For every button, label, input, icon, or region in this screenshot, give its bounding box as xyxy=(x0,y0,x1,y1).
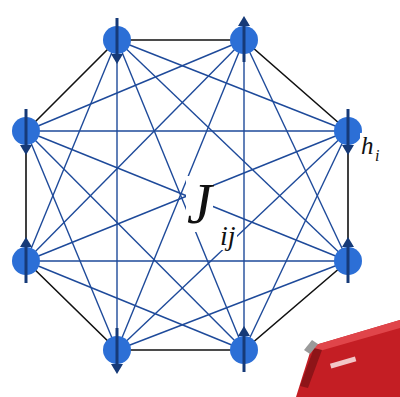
field-subscript: i xyxy=(374,148,380,164)
coupling-symbol: J xyxy=(186,176,213,232)
vector-engine-card xyxy=(296,320,400,397)
field-symbol: h xyxy=(360,133,375,158)
coupling-subscript: ij xyxy=(219,222,237,250)
spin-arrows xyxy=(20,16,354,374)
octagon-outline xyxy=(26,40,348,350)
coupling-lines xyxy=(26,40,348,350)
spin-circles xyxy=(12,26,362,364)
